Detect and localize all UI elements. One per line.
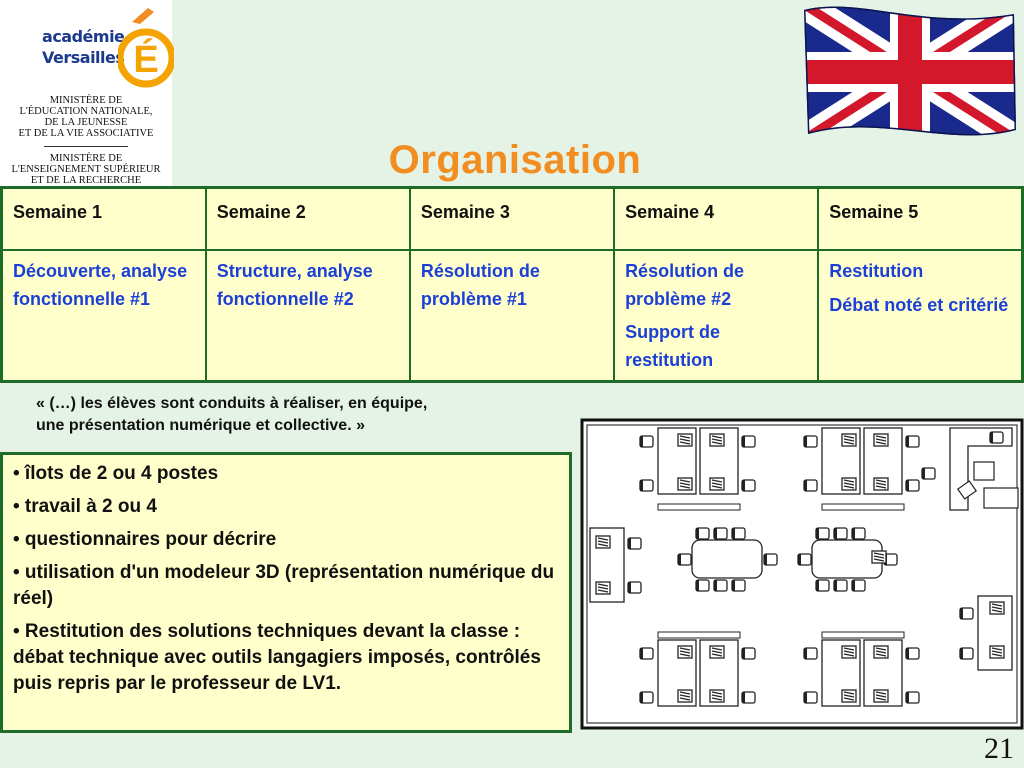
quote-text: « (…) les élèves sont conduits à réalise… bbox=[36, 395, 428, 434]
activity-week-3: Résolution de problème #1 bbox=[408, 249, 616, 383]
table-activity-row: Découverte, analyse fonctionnelle #1 Str… bbox=[0, 249, 1024, 383]
table-header-row: Semaine 1 Semaine 2 Semaine 3 Semaine 4 … bbox=[0, 186, 1024, 251]
ministry-education-text: MINISTÈRE DE L'ÉDUCATION NATIONALE, DE L… bbox=[18, 95, 154, 139]
bullet-item: • utilisation d'un modeleur 3D (représen… bbox=[13, 562, 555, 609]
academie-logo-block: académie Versailles É MINISTÈRE DE L'ÉDU… bbox=[0, 0, 174, 186]
header-week-4: Semaine 4 bbox=[613, 186, 820, 251]
header-week-2: Semaine 2 bbox=[204, 186, 411, 251]
svg-text:É: É bbox=[133, 37, 158, 81]
ministry-higher-education-text: MINISTÈRE DE L'ENSEIGNEMENT SUPÉRIEUR ET… bbox=[11, 153, 161, 186]
weekly-schedule-table: Semaine 1 Semaine 2 Semaine 3 Semaine 4 … bbox=[0, 186, 1024, 383]
activity-week-4: Résolution de problème #2 Support de res… bbox=[613, 249, 820, 383]
bullet-item: • îlots de 2 ou 4 postes bbox=[13, 463, 219, 484]
header-week-1: Semaine 1 bbox=[0, 186, 207, 251]
union-jack-flag-icon bbox=[804, 6, 1016, 136]
header-week-3: Semaine 3 bbox=[408, 186, 616, 251]
header-week-5: Semaine 5 bbox=[817, 186, 1024, 251]
activity-week-2: Structure, analyse fonctionnelle #2 bbox=[204, 249, 411, 383]
bullet-list-box: • îlots de 2 ou 4 postes • travail à 2 o… bbox=[0, 452, 572, 733]
bullet-item: • Restitution des solutions techniques d… bbox=[13, 621, 541, 694]
activity-week-1: Découverte, analyse fonctionnelle #1 bbox=[0, 249, 207, 383]
bullet-item: • questionnaires pour décrire bbox=[13, 529, 277, 550]
ministry-divider bbox=[44, 146, 128, 147]
page-title: Organisation bbox=[388, 138, 642, 182]
activity-week-5: Restitution Débat noté et critérié bbox=[817, 249, 1024, 383]
classroom-floor-plan-image bbox=[580, 418, 1024, 730]
page-number: 21 bbox=[984, 732, 1014, 765]
academie-logo-text: académie Versailles bbox=[42, 27, 125, 67]
academie-e-logo-icon: É bbox=[118, 8, 174, 88]
bullet-item: • travail à 2 ou 4 bbox=[13, 496, 157, 517]
